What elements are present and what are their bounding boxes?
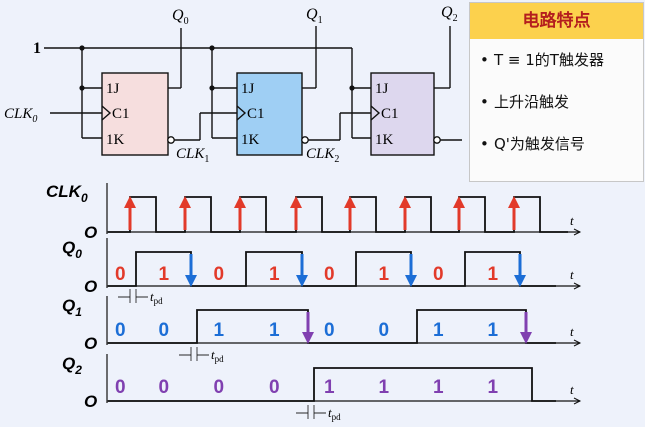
q2-bit-2: 0 xyxy=(214,377,225,398)
clk-rising-arrow-head-5 xyxy=(399,196,411,208)
q1-bit-7: 1 xyxy=(488,320,499,341)
clk0-input-label: CLK0 xyxy=(4,106,37,125)
axis-arrow-icon xyxy=(573,228,582,236)
timing-diagram: tOCLK0tOQ0tOQ1tOQ20001000101100011010111… xyxy=(46,182,582,422)
q0-falling-arrow-head-5 xyxy=(405,275,417,287)
time-axis-label-2: t xyxy=(570,324,574,339)
time-axis-label-1: t xyxy=(570,267,574,282)
clk0-waveform xyxy=(108,196,568,233)
signal-label-q0: Q0 xyxy=(62,238,82,261)
ff1-pin-k: 1K xyxy=(241,132,260,148)
q2-waveform xyxy=(108,367,556,402)
q2-bit-3: 0 xyxy=(269,377,280,398)
q1-bit-2: 1 xyxy=(214,320,225,341)
q0-bit-4: 0 xyxy=(324,264,335,285)
tpd-q2-label: tpd xyxy=(328,405,341,422)
origin-label-3: O xyxy=(84,392,97,411)
clk-rising-arrow-head-3 xyxy=(290,196,302,208)
q1-bit-1: 0 xyxy=(159,320,170,341)
ff2-pin-j: 1J xyxy=(375,81,389,97)
time-axis-label-0: t xyxy=(570,213,574,228)
q1-bit-4: 0 xyxy=(324,320,335,341)
q2-bit-4: 1 xyxy=(324,377,335,398)
q1-output-label: Q1 xyxy=(306,6,323,26)
feature-item-rising-edge: 上升沿触发 xyxy=(480,91,640,133)
q0-bit-2: 0 xyxy=(214,264,225,285)
q1-falling-arrow-head-3 xyxy=(520,332,532,344)
axis-arrow-icon xyxy=(573,282,582,290)
q0-bit-3: 1 xyxy=(269,264,280,285)
q0-waveform xyxy=(108,251,556,287)
q2-bit-0: 0 xyxy=(115,377,126,398)
axis-arrow-icon xyxy=(573,397,582,405)
q0-bit-0: 0 xyxy=(115,264,126,285)
tpd-q0-label: tpd xyxy=(150,289,163,306)
signal-label-q1: Q1 xyxy=(62,296,82,319)
q1-bit-3: 1 xyxy=(269,320,280,341)
features-title: 电路特点 xyxy=(470,3,643,39)
clk-rising-arrow-head-0 xyxy=(124,196,136,208)
q0-falling-arrow-head-1 xyxy=(185,275,197,287)
q0-falling-arrow-head-7 xyxy=(514,275,526,287)
time-axis-label-3: t xyxy=(570,382,574,397)
q0-bit-7: 1 xyxy=(488,264,499,285)
q1-bit-0: 0 xyxy=(115,320,126,341)
signal-label-clk0: CLK0 xyxy=(46,182,88,205)
ff2-pin-c: C1 xyxy=(381,106,399,122)
circuit-wires xyxy=(44,26,462,141)
q2-bit-1: 0 xyxy=(159,377,170,398)
ff2-pin-k: 1K xyxy=(375,132,394,148)
clk-rising-arrow-head-1 xyxy=(179,196,191,208)
q2-bit-5: 1 xyxy=(379,377,390,398)
q2-bit-6: 1 xyxy=(433,377,444,398)
feature-item-trigger-signal: Q'为触发信号 xyxy=(480,133,640,175)
flipflop-ff0: 1J C1 1K xyxy=(101,72,175,156)
q1-bit-5: 0 xyxy=(379,320,390,341)
flipflop-ff2: 1J C1 1K xyxy=(370,72,441,156)
feature-item-t-flipflop: T ≡ 1的T触发器 xyxy=(480,49,640,91)
features-list: T ≡ 1的T触发器 上升沿触发 Q'为触发信号 xyxy=(480,49,640,175)
origin-label-2: O xyxy=(84,334,97,353)
clk2-link-label: CLK2 xyxy=(306,146,339,165)
circuit-junctions xyxy=(79,45,355,91)
q0-falling-arrow-head-3 xyxy=(296,275,308,287)
signal-label-q2: Q2 xyxy=(62,354,82,377)
q0-bit-1: 1 xyxy=(159,264,170,285)
q1-bit-6: 1 xyxy=(433,320,444,341)
q2-bit-7: 1 xyxy=(488,377,499,398)
clk-rising-arrow-head-2 xyxy=(234,196,246,208)
q0-bit-5: 1 xyxy=(379,264,390,285)
flipflop-ff1: 1J C1 1K xyxy=(236,72,309,156)
origin-label-0: O xyxy=(84,223,97,242)
q0-output-label: Q0 xyxy=(172,7,189,27)
clk-rising-arrow-head-4 xyxy=(344,196,356,208)
q1-falling-arrow-head-1 xyxy=(302,332,314,344)
ff1-pin-j: 1J xyxy=(241,81,255,97)
ff0-pin-c: C1 xyxy=(112,106,130,122)
tpd-q1-label: tpd xyxy=(211,347,224,364)
q0-bit-6: 0 xyxy=(433,264,444,285)
clk-rising-arrow-head-7 xyxy=(508,196,520,208)
axis-arrow-icon xyxy=(573,339,582,347)
origin-label-1: O xyxy=(84,277,97,296)
features-panel: 电路特点 T ≡ 1的T触发器 上升沿触发 Q'为触发信号 xyxy=(469,2,644,182)
ff1-pin-c: C1 xyxy=(247,106,265,122)
ff0-pin-k: 1K xyxy=(106,132,125,148)
clk1-link-label: CLK1 xyxy=(176,146,209,165)
clk-rising-arrow-head-6 xyxy=(453,196,465,208)
input-one-label: 1 xyxy=(33,40,41,57)
ff0-pin-j: 1J xyxy=(106,81,120,97)
q2-output-label: Q2 xyxy=(441,4,458,24)
